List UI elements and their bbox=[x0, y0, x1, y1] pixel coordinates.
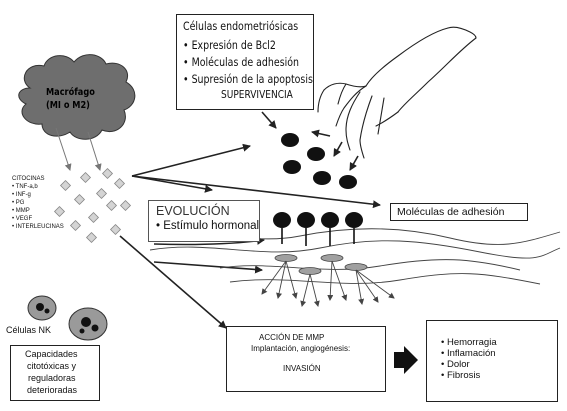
hand-arrow-to-cells bbox=[311, 129, 331, 138]
macrophage-arrow-right bbox=[87, 131, 102, 171]
mediator-pg: PG bbox=[12, 200, 25, 207]
invasion-label: INVASIÓN bbox=[283, 364, 321, 373]
outcome-arrow bbox=[394, 346, 418, 374]
outcome-pain: Dolor bbox=[441, 359, 470, 370]
adhesion-molecule-stalks bbox=[281, 228, 355, 246]
nk-cell-large bbox=[68, 307, 108, 341]
nk-capacities-line-2: citotóxicas y bbox=[27, 361, 77, 371]
macrophage-title: Macrófago bbox=[46, 87, 95, 98]
arrow-to-endometriotic-cells bbox=[131, 143, 251, 177]
adhesion-molecules-box: Moléculas de adhesión bbox=[390, 203, 528, 221]
arrow-to-mmp-action bbox=[119, 235, 227, 329]
mediator-tnf: TNF-a,b bbox=[12, 184, 38, 191]
adhesion-molecules-label: Moléculas de adhesión bbox=[397, 206, 505, 218]
box-to-cells-arrow bbox=[261, 111, 277, 129]
mediator-cytokines: CITOCINAS bbox=[12, 176, 45, 182]
mmp-discs bbox=[274, 254, 368, 275]
mediator-particles bbox=[53, 167, 132, 244]
mmp-action-subtitle: Implantación, angiogénesis: bbox=[251, 344, 351, 353]
nk-capacities-line-4: deterioradas bbox=[27, 385, 78, 395]
endometriotic-cell-cluster bbox=[281, 133, 357, 189]
evolution-item: Estímulo hormonal bbox=[156, 220, 259, 232]
outcomes-box: Hemorragia Inflamación Dolor Fibrosis bbox=[426, 320, 558, 402]
endometriotic-cells-item-apoptosis: Supresión de la apoptosis bbox=[183, 72, 313, 86]
arrow-to-tissue bbox=[153, 261, 263, 274]
nk-capacities-line-3: reguladoras bbox=[28, 373, 76, 383]
nk-capacities-line-1: Capacidades bbox=[25, 349, 78, 359]
mediator-interleukins: INTERLEUCINAS bbox=[12, 224, 64, 231]
hand-arrow-down bbox=[333, 141, 343, 157]
hand-arrow-down-right bbox=[349, 155, 359, 171]
outcome-inflammation: Inflamación bbox=[441, 348, 496, 359]
evolution-title: EVOLUCIÓN bbox=[156, 204, 230, 218]
nk-cell-small bbox=[27, 295, 57, 321]
macrophage-subtitle: (MI o M2) bbox=[46, 100, 90, 111]
mediator-inf: INF-g bbox=[12, 192, 31, 199]
mediator-vegf: VEGF bbox=[12, 216, 32, 223]
endometriotic-cells-item-bcl2: Expresión de Bcl2 bbox=[183, 38, 276, 52]
arrow-to-adhesion bbox=[131, 175, 381, 209]
mediator-mmp: MMP bbox=[12, 208, 30, 215]
outcome-hemorrhage: Hemorragia bbox=[441, 337, 497, 348]
endometriotic-cells-item-adhesion: Moléculas de adhesión bbox=[183, 55, 299, 69]
mmp-action-title: ACCIÓN DE MMP bbox=[259, 333, 325, 342]
nk-capacities-box: Capacidades citotóxicas y reguladoras de… bbox=[10, 345, 100, 401]
mmp-action-box: ACCIÓN DE MMP Implantación, angiogénesis… bbox=[226, 326, 386, 392]
evolution-box: EVOLUCIÓN Estímulo hormonal bbox=[148, 200, 260, 242]
hand-illustration bbox=[317, 26, 477, 159]
nk-cells-label: Células NK bbox=[6, 325, 52, 335]
macrophage-cloud bbox=[18, 54, 136, 140]
mmp-invasion-arrows bbox=[261, 260, 395, 307]
endometriotic-cells-box: Células endometriósicas Expresión de Bcl… bbox=[176, 14, 314, 110]
outcome-fibrosis: Fibrosis bbox=[441, 370, 480, 381]
macrophage-arrow-left bbox=[55, 127, 72, 171]
survival-label: SUPERVIVENCIA bbox=[221, 88, 293, 101]
adhesion-molecule-cells bbox=[273, 212, 363, 228]
endometriotic-cells-title: Células endometriósicas bbox=[183, 19, 299, 33]
